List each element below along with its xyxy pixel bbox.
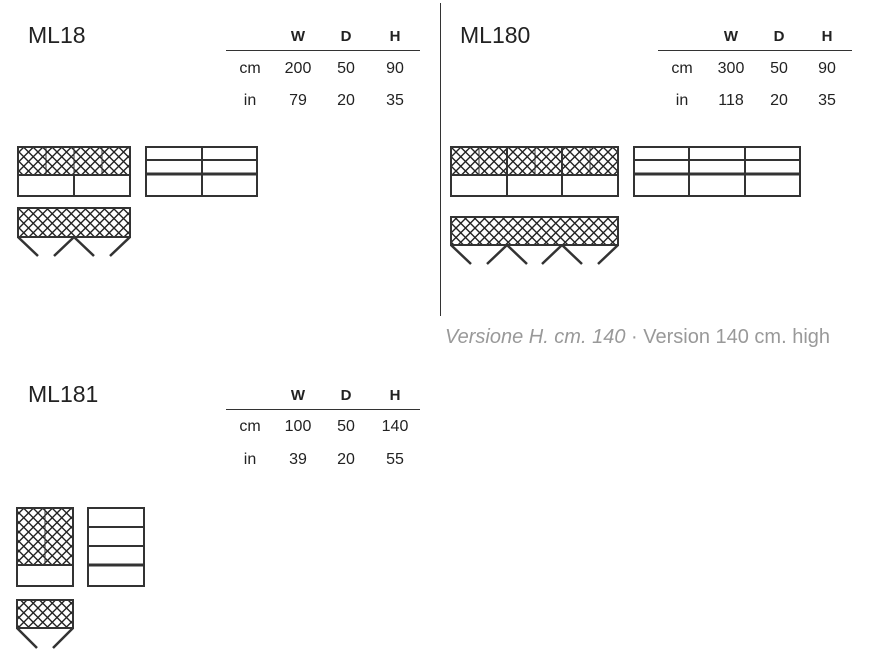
column-divider xyxy=(440,3,441,316)
header-d: D xyxy=(340,28,352,45)
cell: 300 xyxy=(717,60,745,77)
ml18-plan-drawing xyxy=(17,207,131,257)
header-d: D xyxy=(340,387,352,404)
header-w: W xyxy=(723,28,739,45)
unit-label: in xyxy=(243,451,257,468)
ml181-front-glass-drawing xyxy=(16,507,74,587)
cell: 140 xyxy=(381,418,409,435)
table-rule xyxy=(658,50,852,51)
ml18-front-glass-drawing xyxy=(17,146,131,197)
header-w: W xyxy=(290,387,306,404)
cell: 90 xyxy=(818,60,836,77)
cell: 20 xyxy=(337,92,355,109)
unit-label: cm xyxy=(239,418,261,435)
caption-separator: · xyxy=(625,326,644,348)
ml180-plan-drawing xyxy=(450,216,619,265)
header-w: W xyxy=(290,28,306,45)
unit-label: cm xyxy=(239,60,261,77)
cell: 79 xyxy=(289,92,307,109)
header-h: H xyxy=(821,28,833,45)
header-h: H xyxy=(389,387,401,404)
caption-italian: Versione H. cm. 140 xyxy=(445,326,626,348)
table-rule xyxy=(226,50,420,51)
cell: 35 xyxy=(818,92,836,109)
cell: 200 xyxy=(284,60,312,77)
cell: 20 xyxy=(770,92,788,109)
cell: 118 xyxy=(718,92,744,109)
model-title-ml181: ML181 xyxy=(28,381,99,407)
cell: 100 xyxy=(284,418,312,435)
ml181-plan-drawing xyxy=(16,599,74,649)
ml180-front-drawers-drawing xyxy=(633,146,801,197)
cell: 50 xyxy=(770,60,788,77)
version-caption: Versione H. cm. 140 · Version 140 cm. hi… xyxy=(445,326,830,349)
ml180-front-glass-drawing xyxy=(450,146,619,197)
cell: 20 xyxy=(337,451,355,468)
model-title-ml180: ML180 xyxy=(460,22,531,48)
ml18-front-drawers-drawing xyxy=(145,146,258,197)
cell: 39 xyxy=(289,451,307,468)
cell: 35 xyxy=(386,92,404,109)
caption-english: Version 140 cm. high xyxy=(643,326,831,348)
table-rule xyxy=(226,409,420,410)
unit-label: in xyxy=(243,92,257,109)
header-h: H xyxy=(389,28,401,45)
cell: 50 xyxy=(337,60,355,77)
ml181-front-drawers-drawing xyxy=(87,507,145,587)
unit-label: cm xyxy=(671,60,693,77)
unit-label: in xyxy=(675,92,689,109)
cell: 55 xyxy=(386,451,404,468)
cell: 50 xyxy=(337,418,355,435)
cell: 90 xyxy=(386,60,404,77)
header-d: D xyxy=(773,28,785,45)
model-title-ml18: ML18 xyxy=(28,22,86,48)
